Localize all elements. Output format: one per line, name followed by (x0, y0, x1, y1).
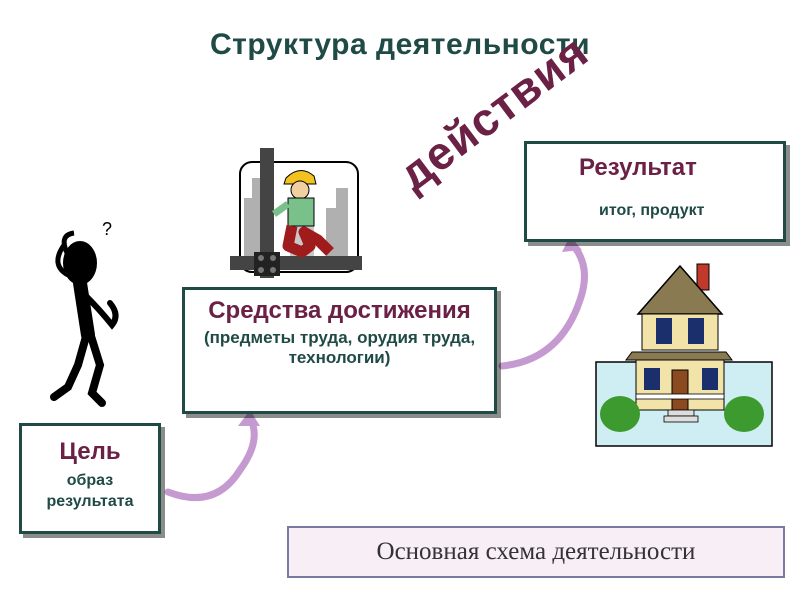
result-subtitle: итог, продукт (599, 202, 704, 220)
means-title: Средства достижения (185, 296, 494, 325)
goal-title: Цель (22, 438, 158, 466)
means-subtitle: (предметы труда, орудия труда, технологи… (185, 328, 494, 368)
caption-text: Основная схема деятельности (377, 538, 696, 565)
goal-subtitle: образ результата (22, 470, 158, 512)
result-title: Результат (579, 154, 697, 182)
goal-box: Цель образ результата (19, 423, 161, 534)
caption-box: Основная схема деятельности (287, 526, 785, 578)
means-box: Средства достижения (предметы труда, ору… (182, 287, 497, 414)
result-box: Результат итог, продукт (524, 141, 786, 242)
